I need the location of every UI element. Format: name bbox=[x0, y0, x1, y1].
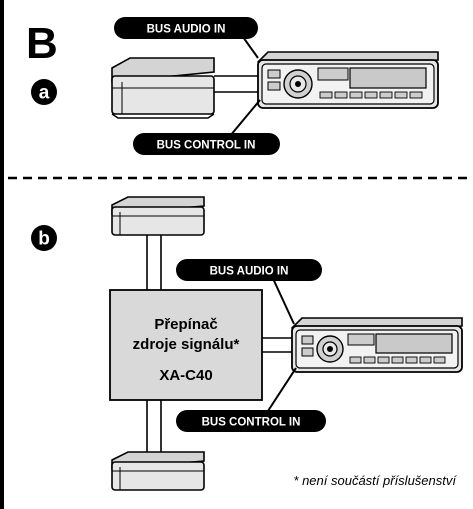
switch-name-line1: Přepínač bbox=[154, 316, 217, 333]
connection-lines-a bbox=[214, 75, 262, 93]
bus-audio-in-text-b: BUS AUDIO IN bbox=[210, 266, 289, 278]
panel-b: b Přepínač zdroje signálu* XA-C40 bbox=[31, 196, 463, 491]
cd-changer-b-top bbox=[111, 196, 205, 236]
bus-control-in-text-b: BUS CONTROL IN bbox=[202, 417, 301, 429]
panel-a-badge-circle bbox=[31, 79, 57, 105]
cd-changer-b-bottom bbox=[111, 451, 205, 491]
head-unit-b bbox=[291, 317, 463, 373]
bus-audio-in-text-a: BUS AUDIO IN bbox=[147, 24, 226, 36]
connection-lines-b-bottom bbox=[146, 400, 162, 452]
switch-name-line2: zdroje signálu* bbox=[133, 336, 240, 353]
panel-a-badge: a bbox=[39, 83, 50, 104]
bus-audio-in-label-b: BUS AUDIO IN bbox=[176, 259, 322, 325]
bus-control-in-label-a: BUS CONTROL IN bbox=[133, 99, 280, 155]
section-label: B bbox=[26, 19, 58, 68]
connection-lines-b-top bbox=[146, 235, 162, 290]
cd-changer-a bbox=[111, 57, 215, 119]
panel-b-badge: b bbox=[38, 229, 50, 250]
panel-a: a bbox=[31, 17, 439, 155]
bus-control-in-text-a: BUS CONTROL IN bbox=[157, 140, 256, 152]
source-switch-box: Přepínač zdroje signálu* XA-C40 bbox=[109, 289, 263, 401]
switch-model: XA-C40 bbox=[159, 367, 212, 384]
panel-b-badge-circle bbox=[31, 225, 57, 251]
bus-audio-in-label-a: BUS AUDIO IN bbox=[114, 17, 259, 59]
footnote: * není součástí příslušenství bbox=[293, 473, 457, 488]
bus-control-in-label-b: BUS CONTROL IN bbox=[176, 367, 326, 432]
connection-lines-b-right bbox=[262, 337, 296, 353]
left-border bbox=[0, 0, 4, 509]
head-unit-a bbox=[257, 51, 439, 109]
